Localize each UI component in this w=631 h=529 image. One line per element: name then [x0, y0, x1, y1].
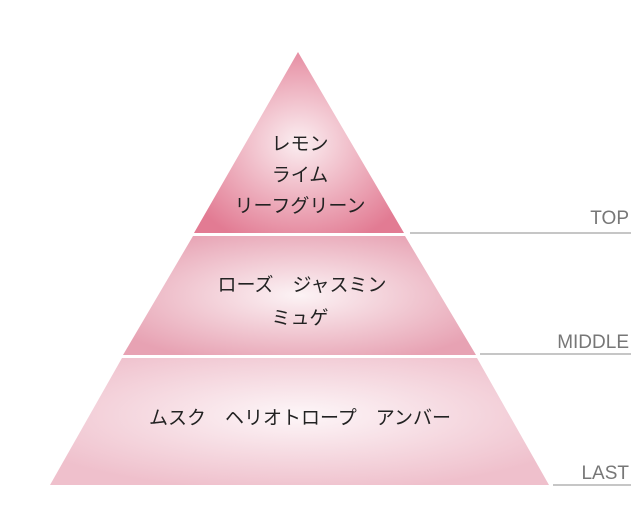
- last-note-1: ムスク ヘリオトロープ アンバー: [149, 407, 451, 429]
- tier-label-middle: MIDDLE: [557, 332, 629, 353]
- tier-middle: ローズ ジャスミン ミュゲ MIDDLE: [123, 236, 631, 355]
- tier-middle-shape: [123, 236, 476, 355]
- tier-last: ムスク ヘリオトロープ アンバー LAST: [50, 358, 631, 486]
- middle-note-1: ローズ ジャスミン: [217, 274, 386, 296]
- top-note-1: レモン: [271, 133, 328, 155]
- tier-top: レモン ライム リーフグリーン TOP: [194, 52, 631, 234]
- top-note-2: ライム: [272, 164, 329, 186]
- middle-note-2: ミュゲ: [271, 307, 328, 329]
- tier-label-last: LAST: [581, 463, 629, 484]
- tier-last-shape: [50, 358, 549, 485]
- tier-top-shape: [194, 52, 404, 233]
- top-note-3: リーフグリーン: [235, 195, 366, 217]
- tier-label-top: TOP: [590, 208, 629, 229]
